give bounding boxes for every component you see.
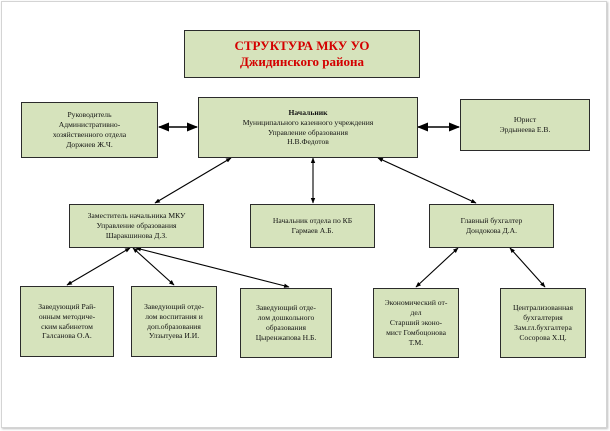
admin-head-box: Руководитель Административно- хозяйствен… (21, 102, 158, 158)
central-accounting-line1: Централизованная (512, 303, 574, 313)
chief-accountant-name: Дондокова Д.А. (465, 226, 518, 235)
head-line2: Управление образования (267, 127, 349, 137)
economic-line4: мист Гомбоцонова (386, 327, 446, 337)
arrow-head-chief-accountant (377, 157, 477, 204)
preschool-box: Заведующий отде- лом дошкольного образов… (240, 288, 332, 358)
head-title: Начальник (288, 107, 328, 117)
admin-head-line3: хозяйственного отдела (52, 130, 127, 139)
upbringing-line3: доп.образования (147, 321, 201, 331)
preschool-line1: Заведующий отде- (256, 303, 316, 313)
economic-line3: Старший эконо- (389, 318, 443, 328)
head-box: Начальник Муниципального казенного учреж… (198, 97, 418, 158)
deputy-line2: Управление образования (96, 221, 177, 231)
deputy-line1: Заместитель начальника МКУ (87, 211, 186, 221)
arrow-head-deputy (154, 157, 232, 204)
upbringing-box: Заведующий отде- лом воспитания и доп.об… (131, 286, 217, 357)
title-line1: СТРУКТУРА МКУ УО (234, 37, 370, 53)
admin-head-line2: Административно- (58, 120, 121, 130)
admin-head-line1: Руководитель (67, 110, 112, 120)
upbringing-line2: лом воспитания и (145, 311, 203, 321)
arrow-deputy-upbringing (132, 247, 175, 286)
methodical-line2: онным методиче- (38, 311, 96, 321)
arrow-deputy-methodical (66, 247, 131, 286)
kb-head-box: Начальник отдела по КБ Гармаев А.Б. (250, 204, 375, 248)
economic-box: Экономический от- дел Старший эконо- мис… (373, 288, 459, 358)
lawyer-name: Эрдынеева Е.В. (499, 125, 551, 134)
kb-head-name: Гармаев А.Б. (291, 226, 334, 235)
arrow-deputy-preschool (135, 247, 290, 288)
lawyer-line1: Юрист (513, 115, 537, 125)
deputy-name: Шаракшинова Д.З. (105, 230, 168, 240)
title-line2: Джидинского района (239, 54, 365, 69)
admin-head-name: Доржиев Ж.Ч. (66, 139, 113, 149)
methodical-box: Заведующий Рай- онным методиче- ским каб… (20, 286, 114, 357)
arrow-chief-central-accounting (509, 247, 546, 288)
economic-name: Т.М. (408, 337, 424, 347)
methodical-line3: ским кабинетом (41, 321, 93, 331)
central-accounting-line2: бухгалтерия (523, 313, 563, 323)
preschool-name: Цыренжапова Н.Б. (255, 332, 317, 342)
chief-accountant-line1: Главный бухгалтер (460, 216, 523, 226)
preschool-line2: лом дошкольного (257, 313, 315, 323)
central-accounting-name: Сосорова Х.Ц. (519, 332, 567, 342)
title-box: СТРУКТУРА МКУ УО Джидинского района (184, 30, 420, 78)
upbringing-name: Улзытуева И.И. (148, 331, 200, 341)
head-name: Н.В.Федотов (287, 137, 329, 147)
deputy-box: Заместитель начальника МКУ Управление об… (69, 204, 204, 248)
methodical-line1: Заведующий Рай- (38, 301, 96, 311)
economic-line1: Экономический от- (384, 298, 448, 308)
methodical-name: Галсанова О.А. (42, 331, 92, 341)
central-accounting-line3: Зам.гл.бухгалтера (514, 323, 572, 332)
central-accounting-box: Централизованная бухгалтерия Зам.гл.бухг… (500, 288, 586, 358)
arrow-chief-economic (415, 247, 459, 288)
upbringing-line1: Заведующий отде- (144, 301, 204, 311)
chief-accountant-box: Главный бухгалтер Дондокова Д.А. (429, 204, 554, 248)
lawyer-box: Юрист Эрдынеева Е.В. (460, 99, 590, 151)
head-line1: Муниципального казенного учреждения (242, 117, 374, 127)
kb-head-line1: Начальник отдела по КБ (272, 216, 353, 226)
preschool-line3: образования (265, 323, 307, 332)
economic-line2: дел (410, 308, 422, 318)
